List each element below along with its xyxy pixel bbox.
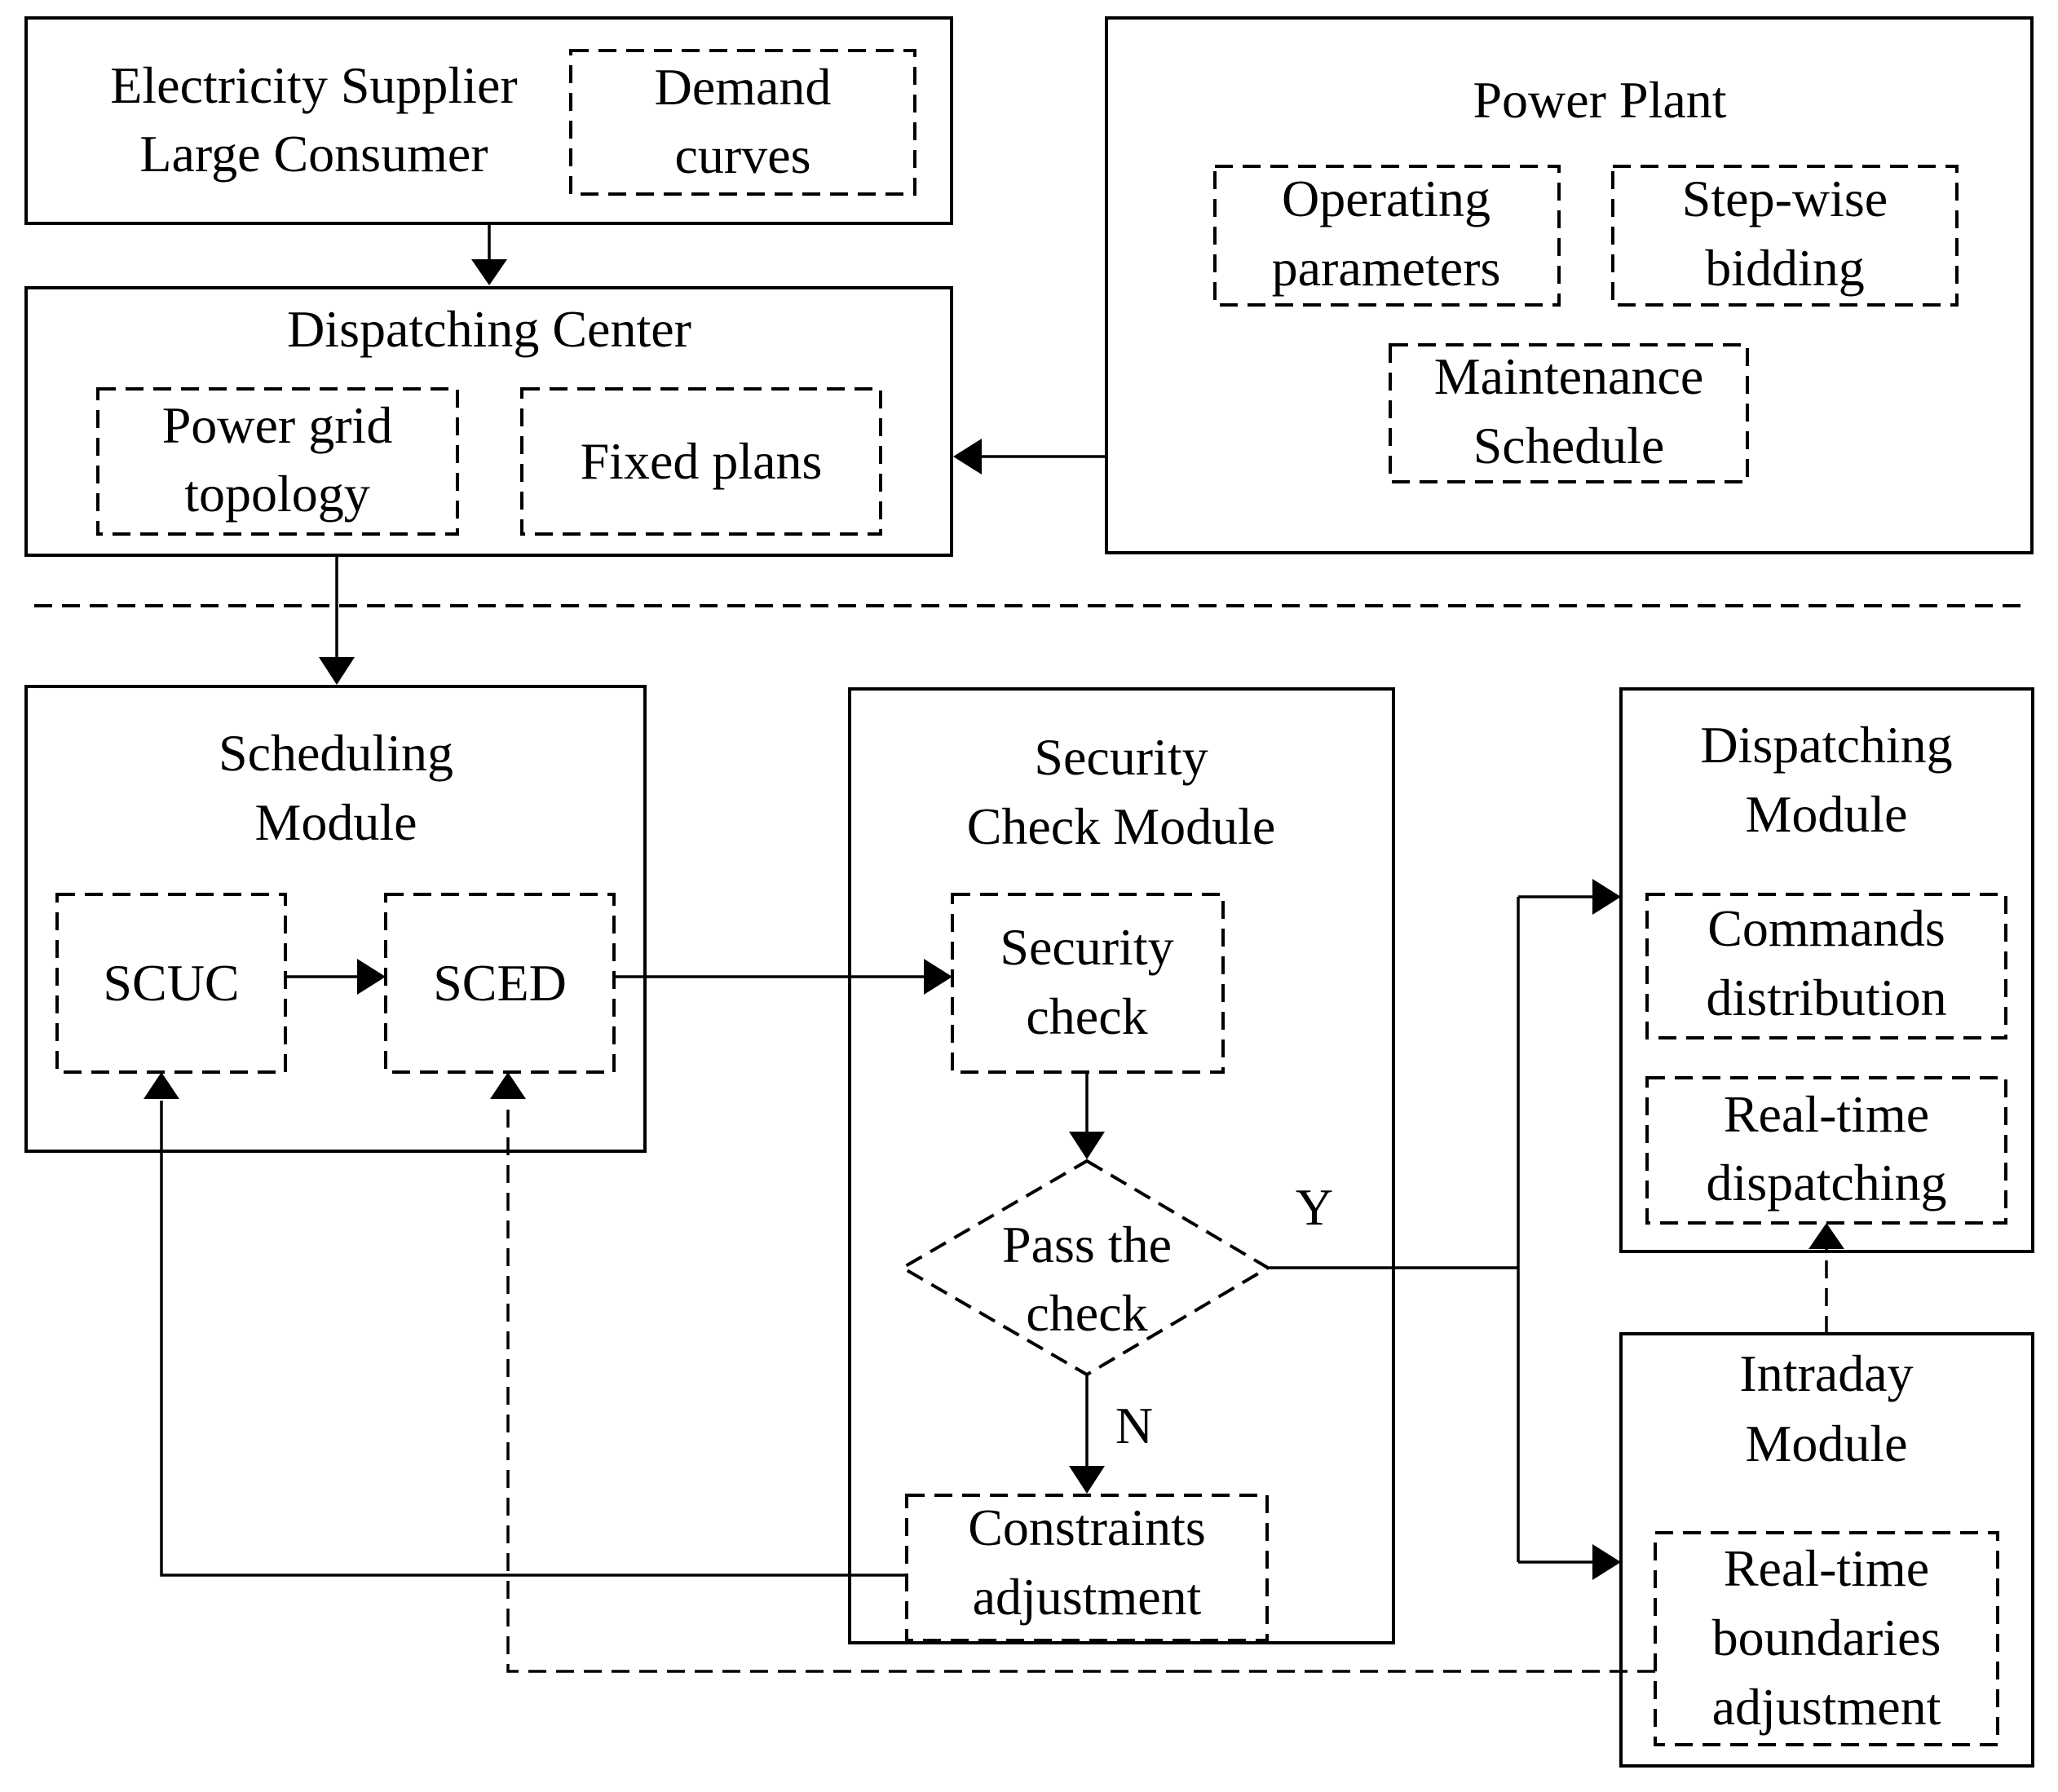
commands-distribution-line2: distribution	[1706, 969, 1946, 1026]
security-check-module-line2: Check Module	[967, 797, 1276, 855]
sced-node: SCED	[384, 893, 616, 1074]
realtime-boundaries-line2: boundaries	[1712, 1609, 1941, 1666]
stepwise-bidding-node: Step-wise bidding	[1611, 165, 1959, 307]
consumer-label: Large Consumer	[139, 125, 488, 183]
security-check-line2: check	[1026, 987, 1147, 1045]
security-check-line1: Security	[1000, 918, 1173, 976]
intraday-module-node: Intraday Module	[1619, 1332, 2034, 1768]
power-plant-title: Power Plant	[1473, 71, 1726, 129]
dispatching-center-node: Dispatching Center	[24, 286, 953, 557]
intraday-module-line2: Module	[1745, 1415, 1907, 1472]
security-check-node: Security check	[951, 893, 1225, 1074]
security-check-module-node: Security Check Module	[848, 687, 1395, 1644]
power-grid-topology-node: Power grid topology	[96, 387, 459, 536]
constraints-adjustment-line1: Constraints	[968, 1498, 1206, 1556]
arrow-security-check-to-decision	[1069, 1072, 1105, 1159]
pass-the-check-line2: check	[1026, 1284, 1147, 1342]
security-check-module-line1: Security	[1034, 728, 1208, 786]
constraints-adjustment-node: Constraints adjustment	[905, 1494, 1269, 1642]
power-grid-topology-line2: topology	[184, 465, 370, 523]
scheduling-module-line1: Scheduling	[219, 724, 453, 782]
arrow-sced-to-security-check	[614, 959, 952, 995]
dispatching-center-title: Dispatching Center	[287, 300, 691, 358]
scuc-node: SCUC	[55, 893, 287, 1074]
operating-parameters-line2: parameters	[1272, 239, 1501, 297]
power-plant-node: Power Plant	[1105, 16, 2034, 554]
maintenance-schedule-line2: Schedule	[1473, 417, 1665, 474]
commands-distribution-node: Commands distribution	[1645, 893, 2007, 1039]
arrow-boundaries-to-sced	[490, 1072, 1655, 1673]
arrow-supplier-to-dispatching-center	[471, 223, 507, 285]
stepwise-bidding-line2: bidding	[1705, 239, 1865, 297]
realtime-dispatching-line2: dispatching	[1706, 1154, 1946, 1212]
commands-distribution-line1: Commands	[1707, 899, 1945, 957]
arrow-decision-no	[1069, 1375, 1105, 1494]
pass-the-check-line1: Pass the	[1002, 1216, 1172, 1273]
fixed-plans-label: Fixed plans	[581, 432, 823, 490]
realtime-dispatching-node: Real-time dispatching	[1645, 1076, 2007, 1225]
arrow-intraday-to-realtime-dispatching	[1808, 1223, 1844, 1334]
realtime-dispatching-line1: Real-time	[1724, 1085, 1929, 1143]
dispatching-module-line1: Dispatching	[1700, 716, 1952, 774]
supplier-label: Electricity Supplier	[110, 56, 517, 114]
operating-parameters-line1: Operating	[1282, 170, 1491, 227]
realtime-boundaries-line1: Real-time	[1724, 1539, 1929, 1597]
stepwise-bidding-line1: Step-wise	[1682, 170, 1888, 227]
maintenance-schedule-node: Maintenance Schedule	[1389, 343, 1749, 483]
realtime-boundaries-node: Real-time boundaries adjustment	[1654, 1531, 1999, 1746]
maintenance-schedule-line1: Maintenance	[1434, 347, 1704, 405]
demand-curves-line2: curves	[674, 126, 810, 184]
edge-label-yes: Y	[1296, 1178, 1333, 1236]
power-grid-topology-line1: Power grid	[162, 396, 393, 454]
constraints-adjustment-line2: adjustment	[973, 1568, 1202, 1626]
pass-the-check-decision: Pass the check	[899, 1159, 1271, 1377]
realtime-boundaries-line3: adjustment	[1712, 1678, 1941, 1736]
demand-curves-node: Demand curves	[569, 49, 916, 196]
operating-parameters-node: Operating parameters	[1213, 165, 1561, 307]
arrow-scuc-to-sced	[285, 959, 386, 995]
arrow-dispatching-center-to-scheduling	[319, 555, 355, 685]
dispatching-module-line2: Module	[1745, 785, 1907, 843]
fixed-plans-node: Fixed plans	[520, 387, 882, 536]
edge-label-no: N	[1115, 1397, 1153, 1454]
supplier-consumer-node: Electricity Supplier Large Consumer	[24, 16, 953, 225]
dispatching-module-node: Dispatching Module	[1619, 687, 2034, 1253]
scuc-label: SCUC	[103, 954, 239, 1012]
intraday-module-line1: Intraday	[1739, 1344, 1913, 1402]
arrow-power-plant-to-dispatching-center	[953, 439, 1106, 474]
arrow-constraints-to-scuc	[144, 1072, 907, 1577]
demand-curves-line1: Demand	[655, 58, 832, 116]
scheduling-module-node: Scheduling Module	[24, 685, 647, 1153]
arrow-decision-yes	[1268, 879, 1621, 1580]
sced-label: SCED	[433, 954, 567, 1012]
scheduling-module-line2: Module	[254, 793, 417, 851]
